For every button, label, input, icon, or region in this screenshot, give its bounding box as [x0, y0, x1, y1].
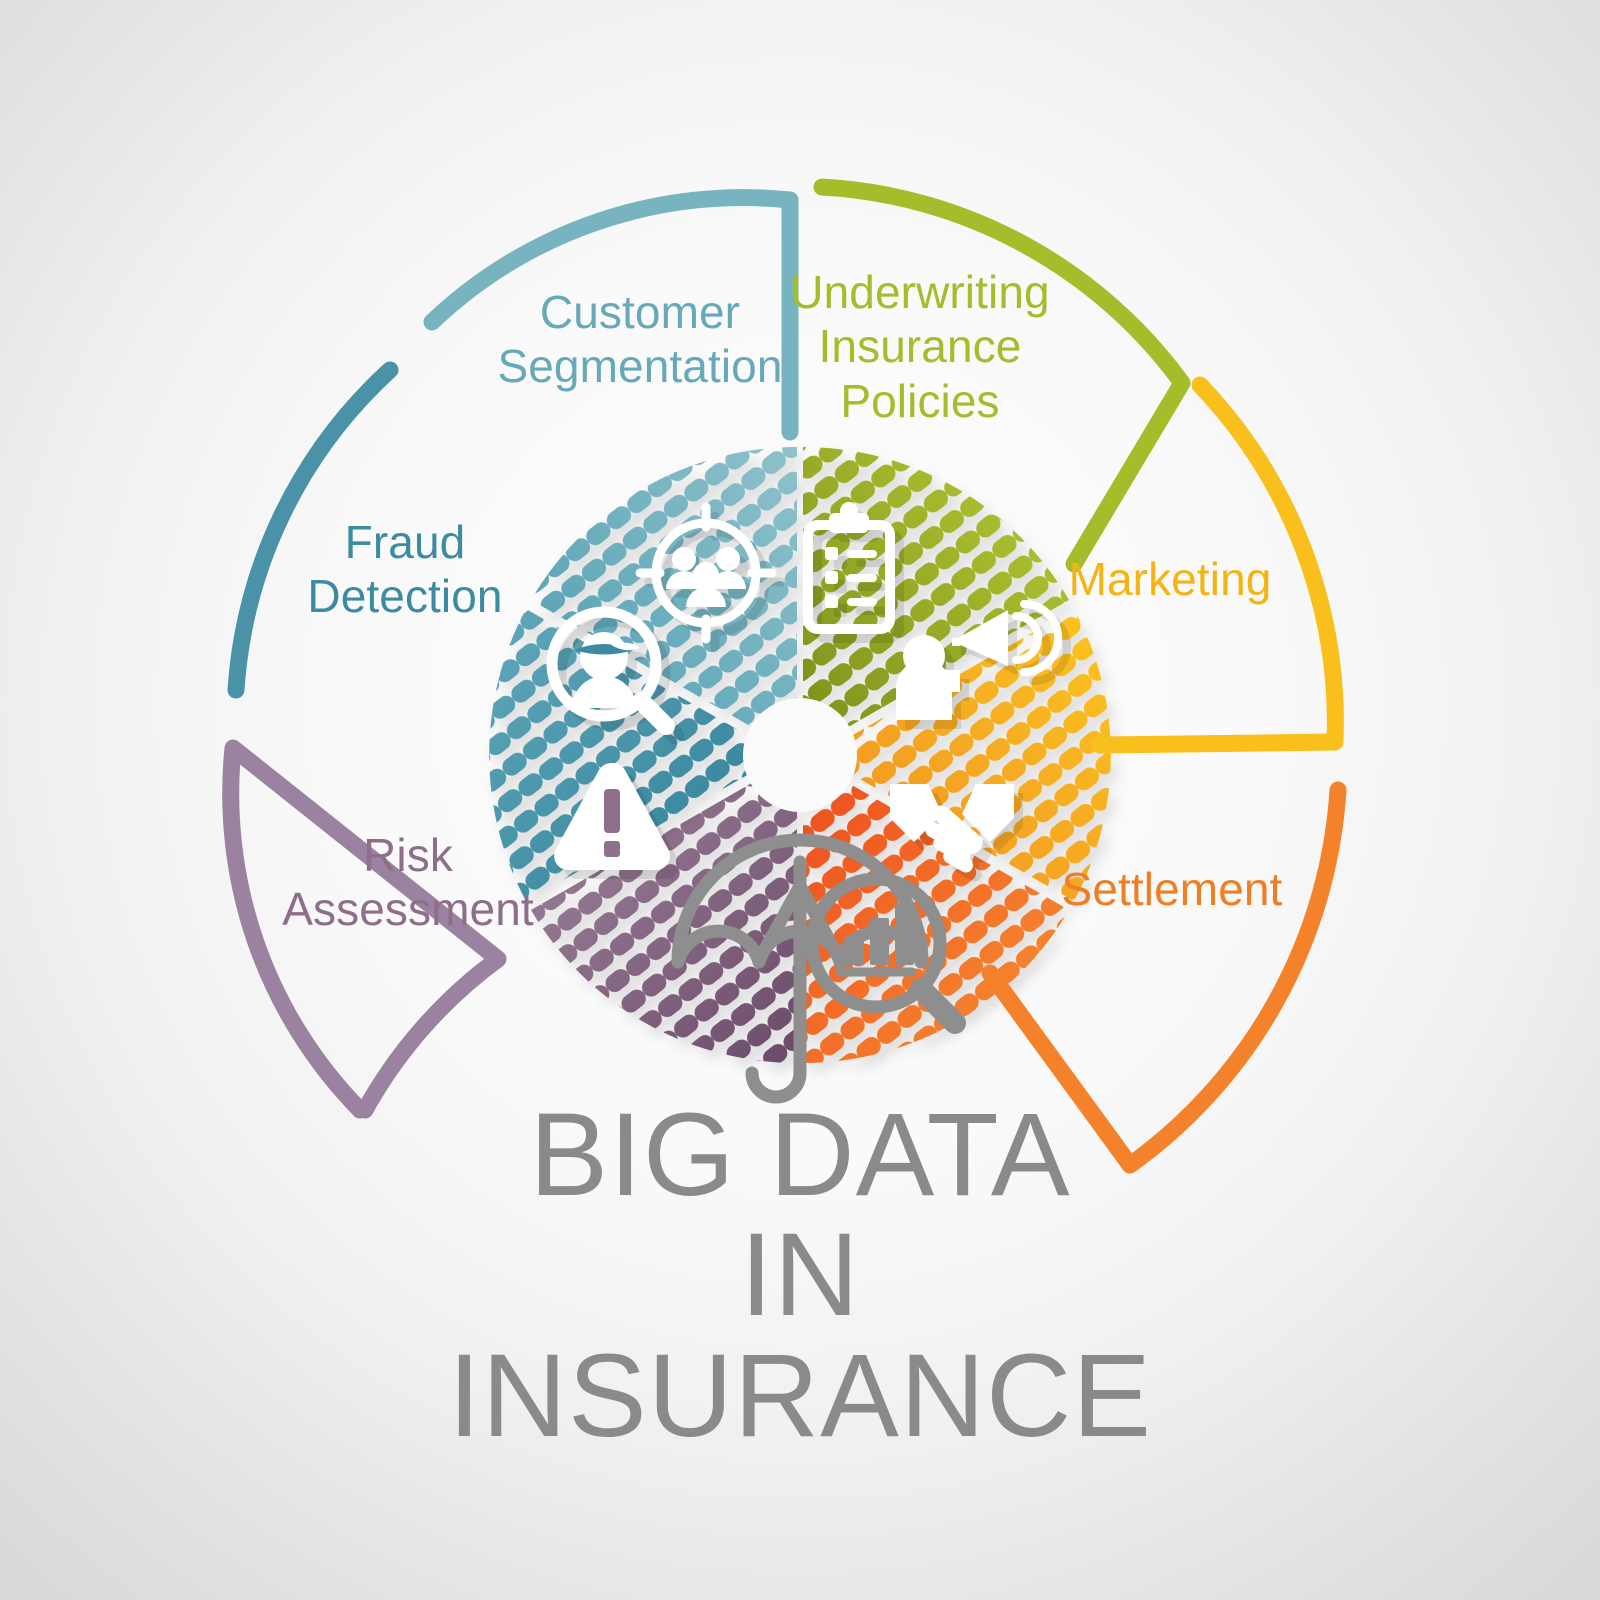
label-marketing[interactable]: Marketing	[1068, 553, 1272, 605]
petal-risk-assessment[interactable]	[222, 739, 507, 1119]
umbrella-and-magnifier-chart-icon	[671, 833, 966, 1104]
petal-settlement[interactable]	[981, 781, 1347, 1174]
megaphone-person-icon	[896, 600, 1062, 720]
petal-underwriting[interactable]	[813, 178, 1191, 573]
wedge-risk-assessment[interactable]	[531, 765, 797, 1063]
segment-icons	[546, 502, 1062, 873]
petal-marketing[interactable]	[1091, 376, 1344, 754]
title-line-3: INSURANCE	[448, 1329, 1152, 1462]
chart-bars	[845, 903, 914, 965]
petal-customer-segmentation[interactable]	[423, 189, 799, 441]
label-risk-assessment[interactable]: Risk Assessment	[282, 829, 534, 936]
outer-petal-arcs	[222, 178, 1347, 1174]
handshake-icon	[890, 784, 1014, 873]
magnifier-thief-icon	[546, 606, 675, 735]
umbrella-handle	[745, 1066, 807, 1104]
title-line-2: IN	[740, 1209, 860, 1342]
clipboard-checklist-icon	[803, 502, 895, 634]
label-customer-segmentation[interactable]: Customer Segmentation	[497, 286, 783, 393]
warning-triangle-icon	[554, 763, 670, 871]
magnifier-lens	[805, 872, 947, 1014]
umbrella-scallop-1	[671, 924, 766, 969]
petal-fraud-detection[interactable]	[227, 361, 399, 699]
magnifier-handle	[910, 978, 966, 1034]
center-hub	[743, 698, 857, 812]
page-title: BIG DATA IN INSURANCE	[0, 1095, 1600, 1456]
label-underwriting[interactable]: Underwriting Insurance Policies	[790, 266, 1050, 427]
umbrella-rib-1	[752, 879, 807, 967]
label-settlement[interactable]: Settlement	[1061, 863, 1283, 915]
label-fraud-detection[interactable]: Fraud Detection	[307, 516, 503, 623]
wedge-marketing[interactable]	[821, 609, 1111, 901]
people-target-icon	[635, 502, 777, 644]
title-line-1: BIG DATA	[529, 1089, 1071, 1221]
wedge-fraud-detection[interactable]	[489, 609, 779, 901]
